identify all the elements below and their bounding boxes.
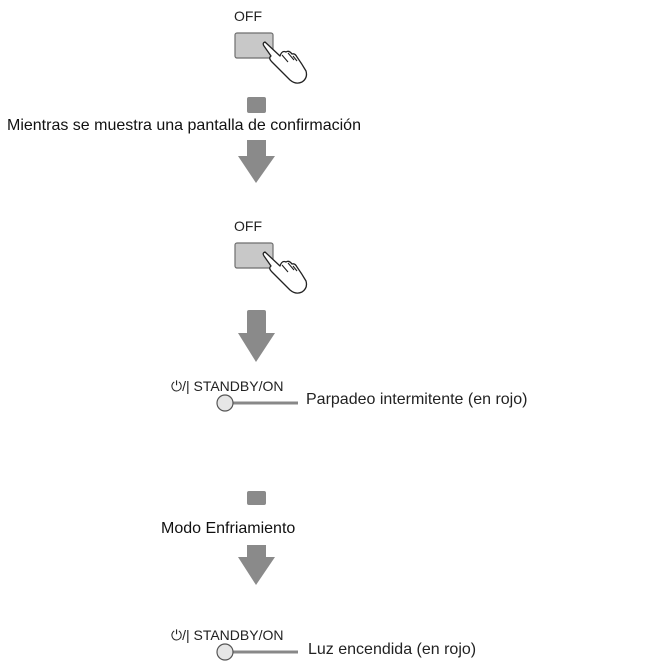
- off-button-1: [234, 32, 274, 59]
- off-label: OFF: [234, 8, 262, 24]
- off-button-2: [234, 242, 274, 269]
- led-status-text: Luz encendida (en rojo): [308, 641, 477, 658]
- standby-on-label: ⏻/| STANDBY/ON: [171, 627, 284, 643]
- off-label: OFF: [234, 218, 262, 234]
- confirmation-text: Mientras se muestra una pantalla de conf…: [7, 117, 361, 134]
- pointing-hand-icon: [262, 41, 308, 84]
- down-arrow-icon: [238, 310, 275, 362]
- standby-on-label: ⏻/| STANDBY/ON: [171, 378, 284, 394]
- led-indicator-icon: [216, 643, 298, 661]
- mode-text: Modo Enfriamiento: [161, 520, 296, 537]
- led-status-text: Parpadeo intermitente (en rojo): [306, 391, 528, 408]
- down-arrow-icon: [238, 491, 275, 585]
- led-indicator-icon: [216, 394, 298, 412]
- down-arrow-icon: [238, 97, 275, 183]
- pointing-hand-icon: [262, 251, 308, 294]
